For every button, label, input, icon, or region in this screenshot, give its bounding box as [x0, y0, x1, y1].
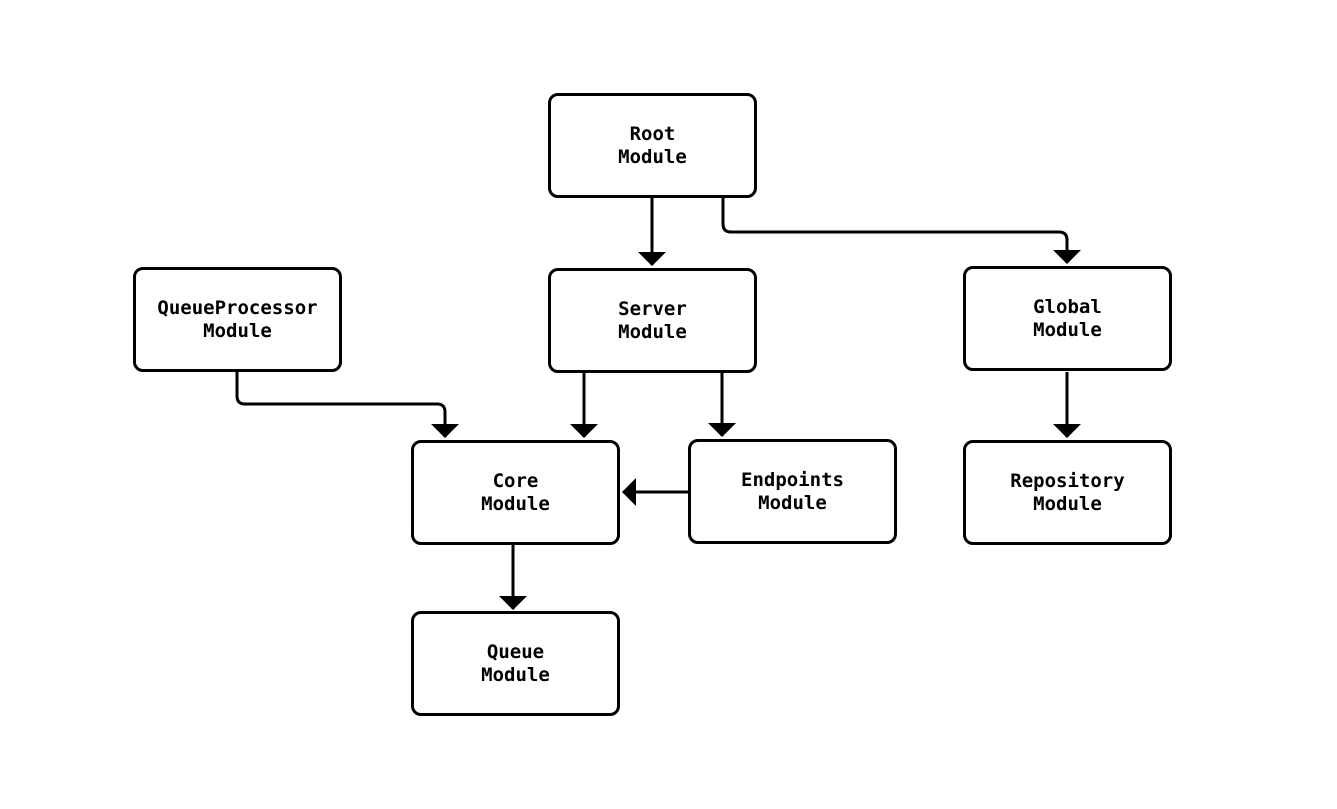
node-queueprocessor-module-label: QueueProcessor Module [157, 296, 318, 342]
node-server-module-label: Server Module [618, 297, 687, 343]
node-queue-module: Queue Module [411, 611, 620, 716]
node-queue-module-label: Queue Module [481, 640, 550, 686]
node-core-module: Core Module [411, 440, 620, 545]
node-repository-module: Repository Module [963, 440, 1172, 545]
node-root-module: Root Module [548, 93, 757, 198]
node-core-module-label: Core Module [481, 469, 550, 515]
node-endpoints-module-label: Endpoints Module [741, 468, 844, 514]
node-global-module: Global Module [963, 266, 1172, 371]
node-repository-module-label: Repository Module [1010, 469, 1125, 515]
node-server-module: Server Module [548, 268, 757, 373]
edge-queueprocessor-to-core [235, 372, 459, 438]
node-endpoints-module: Endpoints Module [688, 439, 897, 544]
node-root-module-label: Root Module [618, 122, 687, 168]
node-queueprocessor-module: QueueProcessor Module [133, 267, 342, 372]
node-global-module-label: Global Module [1033, 295, 1102, 341]
edge-root-to-global [721, 198, 1081, 264]
